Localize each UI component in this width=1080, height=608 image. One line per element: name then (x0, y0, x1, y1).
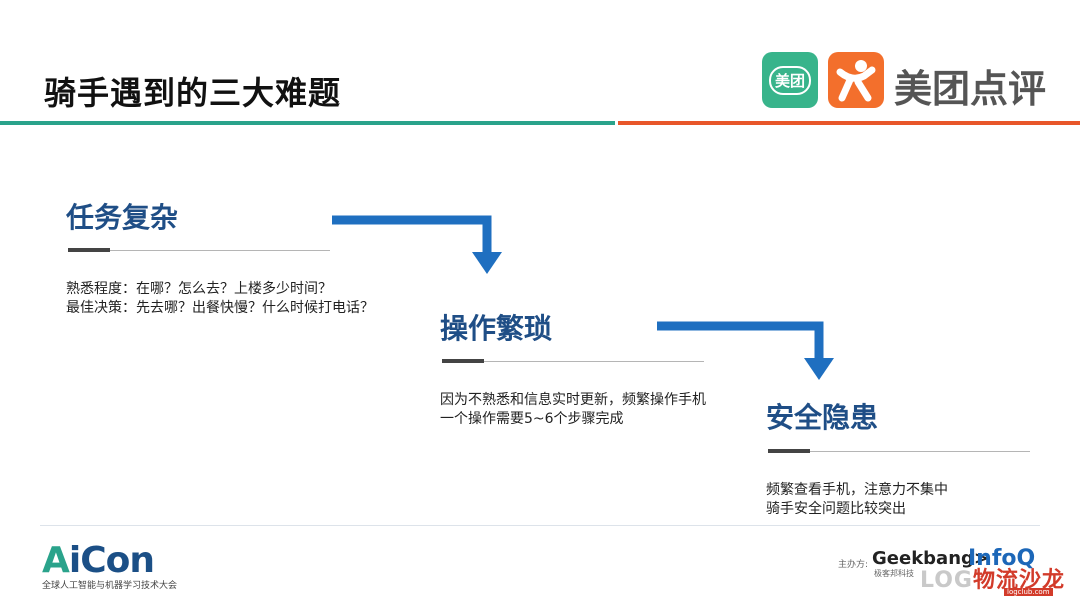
step-tedious-operation: 操作繁琐 (440, 307, 552, 347)
aicon-subtitle: 全球人工智能与机器学习技术大会 (42, 581, 178, 591)
step-desc-line: 最佳决策：先去哪？出餐快慢？什么时候打电话？ (66, 300, 374, 316)
step-desc-line: 一个操作需要5~6个步骤完成 (440, 411, 624, 427)
arrow-right-down-icon (657, 321, 834, 380)
header-divider-orange (618, 121, 1080, 125)
step-description: 因为不熟悉和信息实时更新，频繁操作手机 一个操作需要5~6个步骤完成 (440, 391, 706, 429)
step-desc-line: 因为不熟悉和信息实时更新，频繁操作手机 (440, 392, 706, 408)
step-safety-hazard: 安全隐患 (766, 396, 878, 436)
watermark-log: LOG (920, 568, 973, 593)
meituan-badge-icon: 美团 (762, 52, 818, 108)
step-underline-accent (768, 449, 810, 453)
step-underline-accent (68, 248, 110, 252)
slide-title: 骑手遇到的三大难题 (44, 74, 342, 112)
footer-divider (40, 525, 1040, 526)
step-desc-line: 熟悉程度：在哪？怎么去？上楼多少时间？ (66, 281, 332, 297)
step-underline (442, 361, 704, 362)
step-underline (768, 451, 1030, 452)
infoq-logo: InfoQ (968, 546, 1036, 571)
step-title: 操作繁琐 (440, 312, 553, 345)
step-description: 频繁查看手机，注意力不集中 骑手安全问题比较突出 (766, 481, 948, 519)
meituan-badge-text: 美团 (768, 65, 811, 95)
step-underline (68, 250, 330, 251)
aicon-logo-rest: iCon (68, 540, 155, 581)
geekbang-logo: Geekbang> (872, 548, 989, 569)
dianping-person-icon (828, 52, 884, 108)
header-divider-green (0, 121, 615, 125)
arrow-right-down-icon (332, 215, 502, 274)
step-desc-line: 骑手安全问题比较突出 (766, 501, 906, 517)
watermark-url: logclub.com (1004, 588, 1053, 596)
geekbang-subtitle: 极客邦科技 (874, 569, 914, 578)
step-title: 任务复杂 (66, 201, 179, 234)
step-description: 熟悉程度：在哪？怎么去？上楼多少时间？ 最佳决策：先去哪？出餐快慢？什么时候打电… (66, 280, 374, 318)
step-underline-accent (442, 359, 484, 363)
aicon-logo-a: A (42, 540, 70, 581)
step-desc-line: 频繁查看手机，注意力不集中 (766, 482, 948, 498)
sponsor-label: 主办方: (838, 560, 869, 570)
step-task-complexity: 任务复杂 (66, 196, 178, 236)
step-title: 安全隐患 (766, 401, 879, 434)
brand-name: 美团点评 (894, 67, 1047, 111)
aicon-logo: AiCon (42, 540, 155, 581)
